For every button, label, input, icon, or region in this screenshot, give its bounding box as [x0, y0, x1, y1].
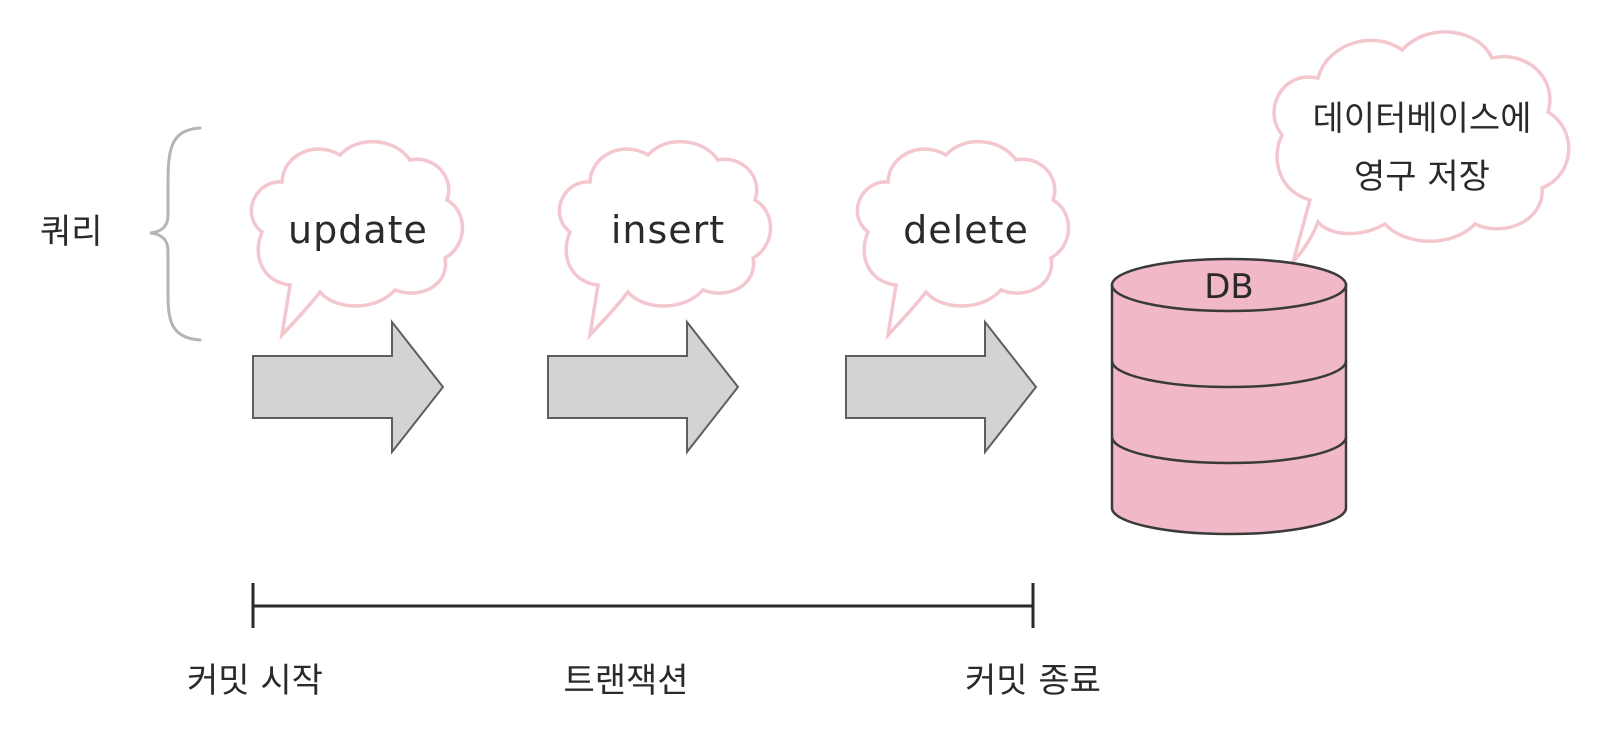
query-brace: [149, 126, 202, 342]
db-note-line-1: 데이터베이스에: [1313, 99, 1532, 139]
cloud-bubble: [557, 140, 773, 341]
cloud-bubble: [249, 140, 465, 341]
query-step-insert: insert: [547, 140, 773, 455]
query-label-delete: delete: [903, 208, 1029, 252]
db-top: [1110, 257, 1348, 313]
query-step-delete: delete: [845, 140, 1071, 455]
db-body: [1110, 283, 1348, 536]
db-note-line-2: 영구 저장: [1354, 157, 1490, 197]
db-band-1: [1110, 360, 1348, 389]
query-label-update: update: [288, 208, 428, 252]
query-group-label: 쿼리: [40, 212, 103, 252]
query-step-update: update: [249, 140, 465, 455]
database-cylinder: DB: [1110, 257, 1348, 536]
db-band-2: [1110, 436, 1348, 465]
query-label-insert: insert: [611, 208, 725, 252]
db-label: DB: [1204, 267, 1254, 307]
arrow-insert: [547, 319, 740, 455]
commit-start-label: 커밋 시작: [187, 661, 323, 701]
arrow-delete: [845, 319, 1038, 455]
transaction-timeline: 커밋 시작 트랜잭션 커밋 종료: [187, 583, 1101, 701]
arrow-update: [252, 319, 445, 455]
commit-end-label: 커밋 종료: [965, 661, 1101, 701]
db-note-cloud: [1272, 30, 1571, 264]
transaction-label: 트랜잭션: [563, 661, 688, 701]
cloud-bubble: [855, 140, 1071, 341]
